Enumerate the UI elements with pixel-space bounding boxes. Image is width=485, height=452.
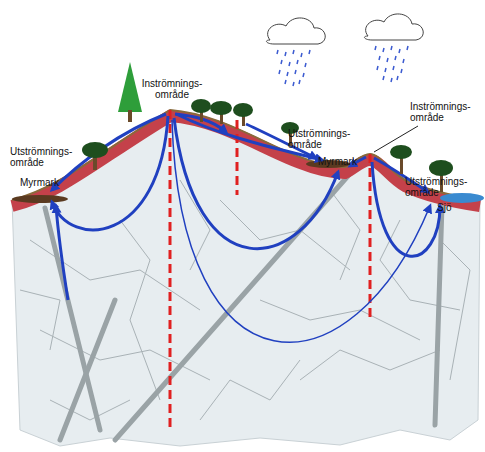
area-label: Utströmnings- område [10, 146, 86, 168]
area-label: Sjö [437, 202, 477, 213]
fracture-zones [45, 168, 442, 440]
rain-clouds [267, 14, 424, 86]
ground-surface [12, 110, 480, 200]
area-label: Myrmark [20, 177, 80, 188]
bedrock [12, 110, 480, 446]
area-label: Utströmnings- område [405, 176, 481, 198]
area-label: Myrmark [318, 156, 378, 167]
trees [82, 62, 453, 192]
area-label: Utströmnings- område [288, 128, 364, 150]
flow-arrows [52, 114, 440, 342]
lake [440, 193, 484, 203]
soil-layer [12, 116, 480, 206]
area-label: Inströmnings- område [410, 101, 485, 123]
wetland [12, 195, 68, 203]
area-label: Inströmnings- område [127, 78, 217, 100]
